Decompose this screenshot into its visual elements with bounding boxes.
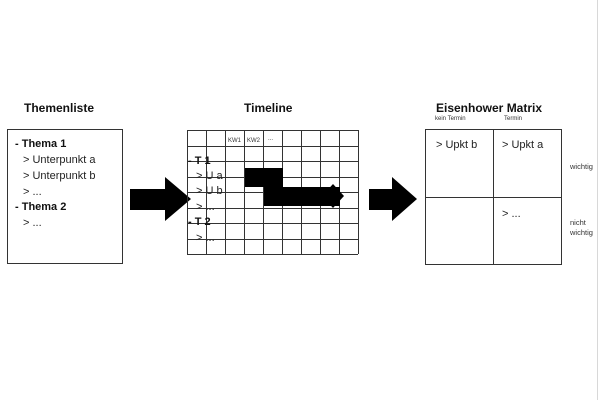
eisenhower-cell-bottom-right: > ...	[502, 208, 521, 220]
timeline-bar-1	[245, 168, 283, 187]
timeline-col-ellipsis: ...	[268, 136, 274, 142]
themenliste-title: Themenliste	[24, 101, 95, 115]
themenliste-item-unterpunkt-b: > Unterpunkt b	[23, 170, 96, 182]
timeline-bar-diamond	[322, 184, 344, 208]
timeline-col-kw2: KW2	[247, 138, 261, 144]
eisenhower-col-kein-termin: kein Termin	[435, 116, 466, 122]
themenliste-item-thema-1: - Thema 1	[15, 138, 67, 150]
eisenhower-col-termin: Termin	[504, 116, 523, 122]
timeline-bar-2	[264, 187, 340, 206]
eisenhower-row-nicht-wichtig: nicht wichtig	[570, 218, 596, 238]
eisenhower-title: Eisenhower Matrix	[436, 101, 543, 115]
themenliste-item-ellipsis-1: > ...	[23, 186, 42, 198]
timeline-title: Timeline	[244, 101, 293, 115]
eisenhower-row-nicht-wichtig-label: nicht wichtig	[570, 218, 593, 237]
timeline-row-ua: > U a	[196, 170, 223, 182]
themenliste-item-ellipsis-2: > ...	[23, 217, 42, 229]
eisenhower-cell-top-right: > Upkt a	[502, 139, 544, 151]
timeline-col-kw1: KW1	[228, 138, 242, 144]
timeline-row-t2: - T 2	[188, 216, 211, 228]
timeline-row-ub: > U b	[196, 185, 223, 197]
eisenhower-cell-top-left: > Upkt b	[436, 139, 478, 151]
timeline-row-ellipsis-1: > ...	[196, 201, 215, 213]
themenliste-box	[7, 129, 123, 264]
timeline-row-ellipsis-2: > ...	[196, 232, 215, 244]
timeline-row-t1: - T 1	[188, 155, 211, 167]
themenliste-item-thema-2: - Thema 2	[15, 201, 67, 213]
page-edge-line	[597, 0, 598, 400]
themenliste-item-unterpunkt-a: > Unterpunkt a	[23, 154, 96, 166]
eisenhower-row-wichtig: wichtig	[570, 162, 593, 171]
